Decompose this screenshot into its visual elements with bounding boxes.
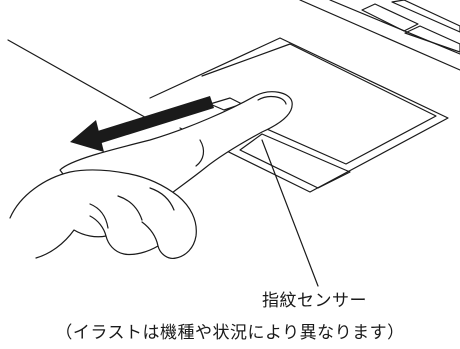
finger-curl (89, 215, 107, 237)
touchpad-frame (149, 37, 449, 193)
touchpad-surface (201, 43, 437, 165)
knuckle-line (149, 187, 175, 211)
touchpad-button (239, 133, 351, 189)
left-swipe-arrow (70, 96, 214, 152)
finger-nail (257, 95, 287, 105)
finger-crease (195, 139, 205, 167)
keyboard-key (391, 0, 460, 33)
laptop-edge-left (7, 39, 151, 121)
knuckle-line (117, 195, 143, 221)
callout-leader (261, 139, 319, 287)
finger-curl (141, 221, 159, 247)
laptop-edge-far (299, 0, 460, 71)
fingerprint-sensor-label: 指紋センサー (262, 291, 367, 311)
figure-caption: （イラストは機種や状況により異なります） (55, 323, 405, 343)
keyboard-key (404, 25, 460, 53)
keyboard-key (361, 3, 419, 32)
knuckle-line (89, 203, 109, 229)
